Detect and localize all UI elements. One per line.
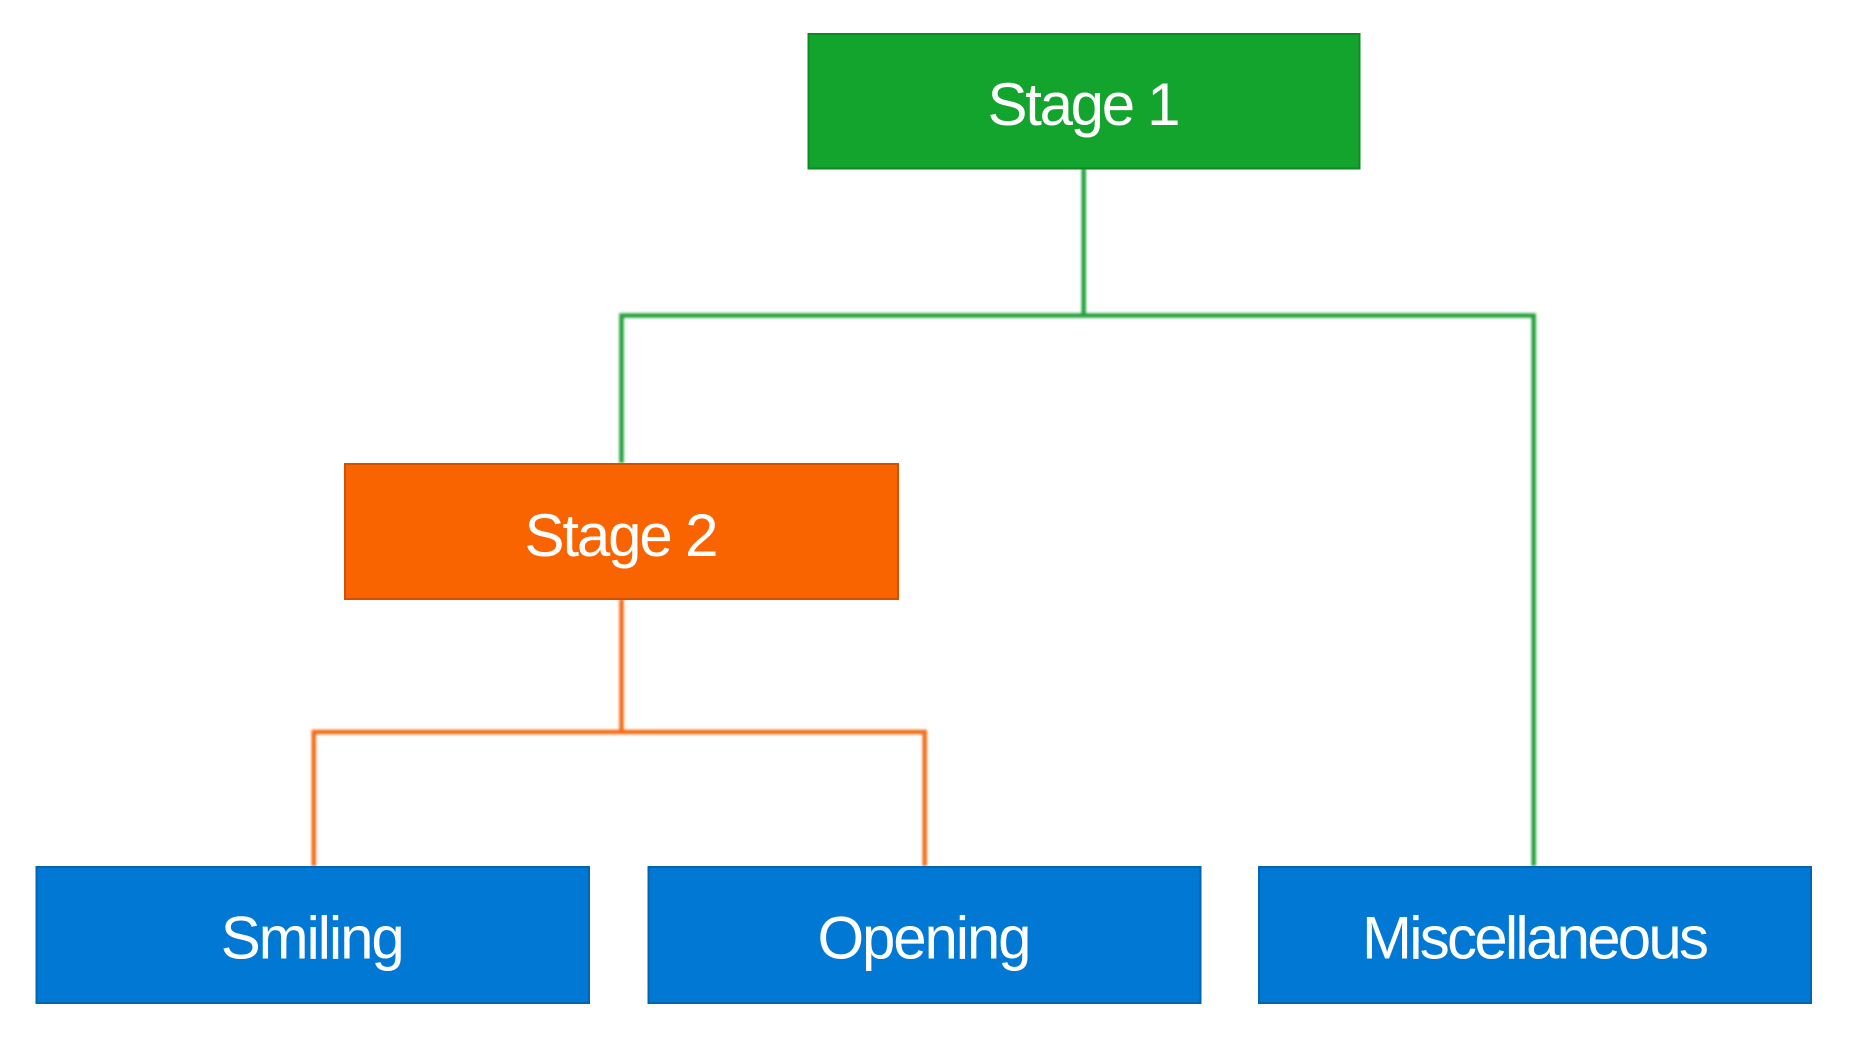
svg-text:Stage 2: Stage 2 <box>525 502 719 569</box>
svg-text:Smiling: Smiling <box>221 905 405 972</box>
svg-text:Miscellaneous: Miscellaneous <box>1362 905 1709 972</box>
svg-text:Stage 1: Stage 1 <box>988 71 1181 138</box>
svg-text:Opening: Opening <box>818 905 1032 972</box>
